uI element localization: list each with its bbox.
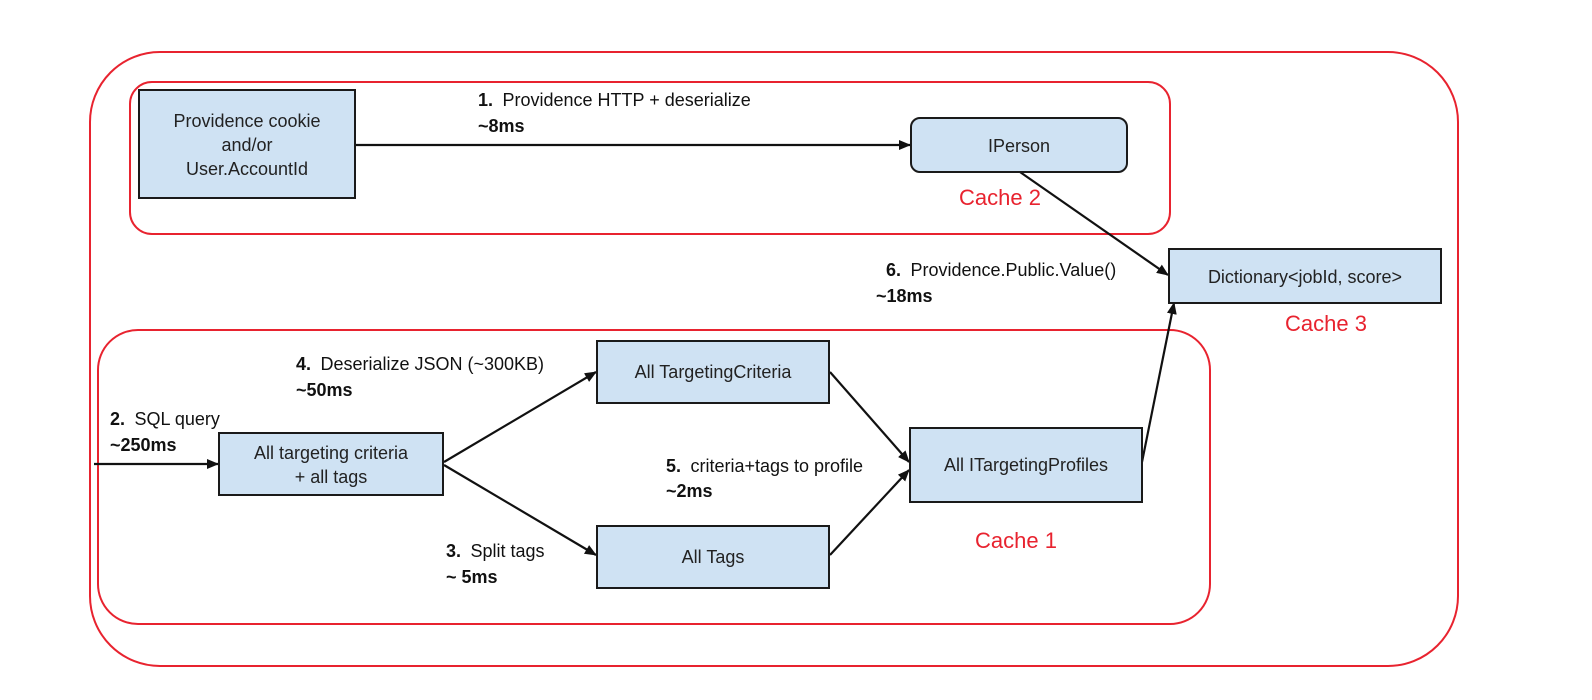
edge-step1-number: 1.: [478, 90, 493, 110]
node-all-targeting-criteria-tags-line-2: + all tags: [295, 467, 368, 487]
node-all-targeting-criteria-tags: All targeting criteria + all tags: [218, 432, 444, 496]
edge-step4-time: ~50ms: [296, 380, 353, 400]
edge-step3-label: 3. Split tags ~ 5ms: [446, 541, 545, 587]
cache-1-label: Cache 1: [975, 528, 1057, 553]
svg-text:5. criteria+tags to prof: 5. criteria+tags to profile: [666, 456, 863, 476]
node-all-targeting-criteria: All TargetingCriteria: [596, 340, 830, 404]
cache-1-frame: [97, 329, 1211, 625]
edge-step5-time: ~2ms: [666, 481, 713, 501]
node-all-tags-label: All Tags: [682, 547, 745, 567]
cache-2-label: Cache 2: [959, 185, 1041, 210]
edge-step1-text: Providence HTTP + deserialize: [502, 90, 750, 110]
cache-3-label: Cache 3: [1285, 311, 1367, 336]
svg-text:1. Providence HTTP + des: 1. Providence HTTP + deserialize: [478, 90, 751, 110]
edge-iperson-to-dictionary-line: [1019, 171, 1169, 276]
edge-step2-time: ~250ms: [110, 435, 177, 455]
edge-step2-number: 2.: [110, 409, 125, 429]
edge-step4-text: Deserialize JSON (~300KB): [320, 354, 544, 374]
edge-step6-number: 6.: [886, 260, 901, 280]
cache-3-frame: [89, 51, 1459, 667]
edge-step1-time: ~8ms: [478, 116, 525, 136]
svg-text:3. Split tags: 3. Split tags: [446, 541, 545, 561]
edge-step4-number: 4.: [296, 354, 311, 374]
edge-step3-number: 3.: [446, 541, 461, 561]
node-providence-cookie-line-2: and/or: [221, 135, 272, 155]
edge-step4-label: 4. Deserialize JSON (~300KB) ~50ms: [296, 354, 544, 400]
node-dictionary-label: Dictionary<jobId, score>: [1208, 267, 1402, 287]
edge-criteria-to-profiles-line: [829, 371, 910, 463]
edge-step3-time: ~ 5ms: [446, 567, 498, 587]
edge-step5-number: 5.: [666, 456, 681, 476]
node-iperson-label: IPerson: [988, 136, 1050, 156]
edge-tags-to-profiles-line: [829, 469, 910, 556]
edge-step2-text: SQL query: [134, 409, 219, 429]
node-iperson: IPerson: [910, 117, 1128, 173]
edge-step6-text: Providence.Public.Value(): [910, 260, 1116, 280]
edge-step5-text: criteria+tags to profile: [690, 456, 863, 476]
node-all-itargeting-profiles-label: All ITargetingProfiles: [944, 455, 1108, 475]
edge-step4-line: [443, 371, 597, 463]
edge-step6-label: 6. Providence.Public.Value() ~18ms: [876, 260, 1116, 306]
edge-step3-text: Split tags: [470, 541, 544, 561]
svg-text:6. Providence.Public.Val: 6. Providence.Public.Value(): [886, 260, 1116, 280]
svg-text:4. Deserialize JSON (~30: 4. Deserialize JSON (~300KB): [296, 354, 544, 374]
edge-step5-label: 5. criteria+tags to profile ~2ms: [666, 456, 863, 501]
edge-step6-time: ~18ms: [876, 286, 933, 306]
node-providence-cookie: Providence cookie and/or User.AccountId: [138, 89, 356, 199]
cache-2-frame: [129, 81, 1171, 235]
node-dictionary: Dictionary<jobId, score>: [1168, 248, 1442, 304]
node-all-tags: All Tags: [596, 525, 830, 589]
node-all-targeting-criteria-tags-line-1: All targeting criteria: [254, 443, 409, 463]
edge-step3-line: [443, 464, 597, 556]
node-providence-cookie-line-1: Providence cookie: [173, 111, 320, 131]
edge-profiles-to-dictionary-line: [1140, 302, 1177, 463]
node-all-targeting-criteria-label: All TargetingCriteria: [635, 362, 793, 382]
edge-step2-label: 2. SQL query ~250ms: [110, 409, 220, 455]
node-all-itargeting-profiles: All ITargetingProfiles: [909, 427, 1143, 503]
edge-step1-label: 1. Providence HTTP + deserialize ~8ms: [478, 90, 751, 136]
svg-text:2. SQL query: 2. SQL query: [110, 409, 220, 429]
node-providence-cookie-line-3: User.AccountId: [186, 159, 308, 179]
